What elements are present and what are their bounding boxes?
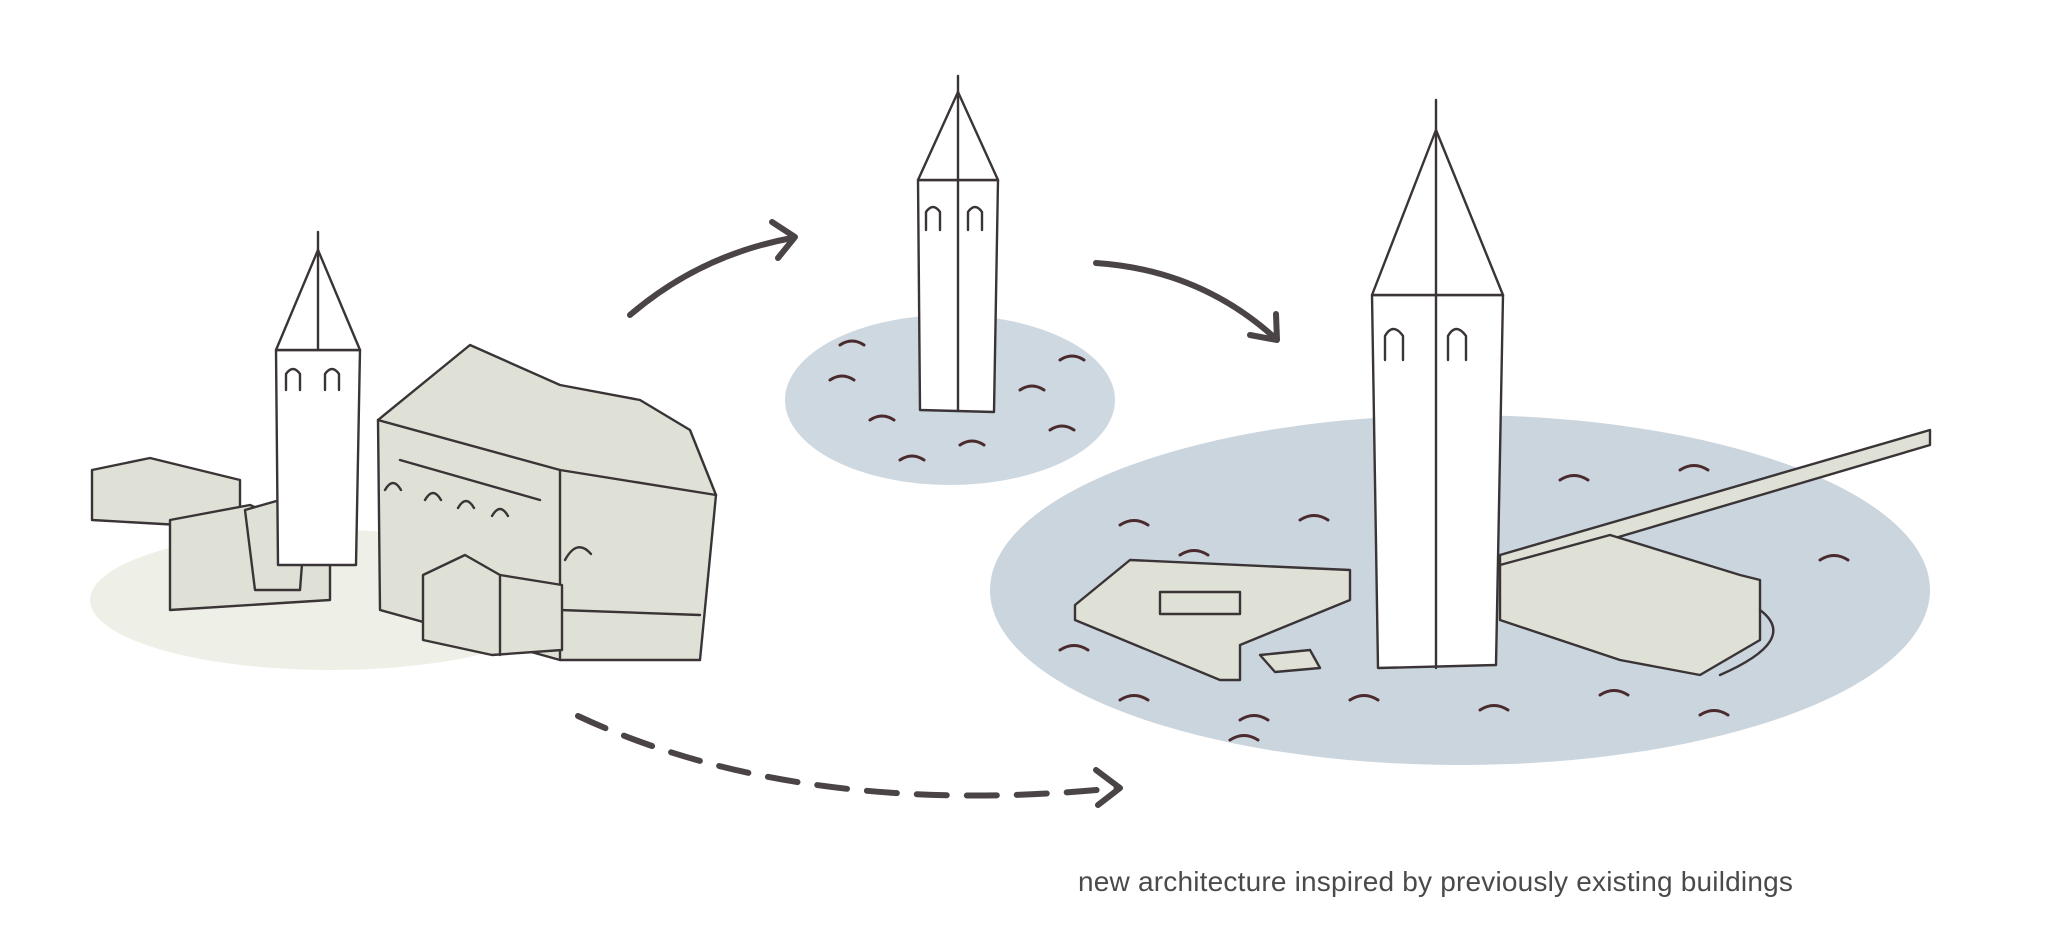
arrow-to-new-architecture xyxy=(1093,260,1280,343)
submerged-tower xyxy=(785,74,1115,485)
caption: new architecture inspired by previously … xyxy=(1078,866,1794,897)
arrow-to-submerged-tower xyxy=(627,219,798,318)
dashed-arrow-direct-inspiration xyxy=(575,713,1123,808)
new-architecture xyxy=(990,98,1932,765)
original-church-complex xyxy=(90,230,718,670)
